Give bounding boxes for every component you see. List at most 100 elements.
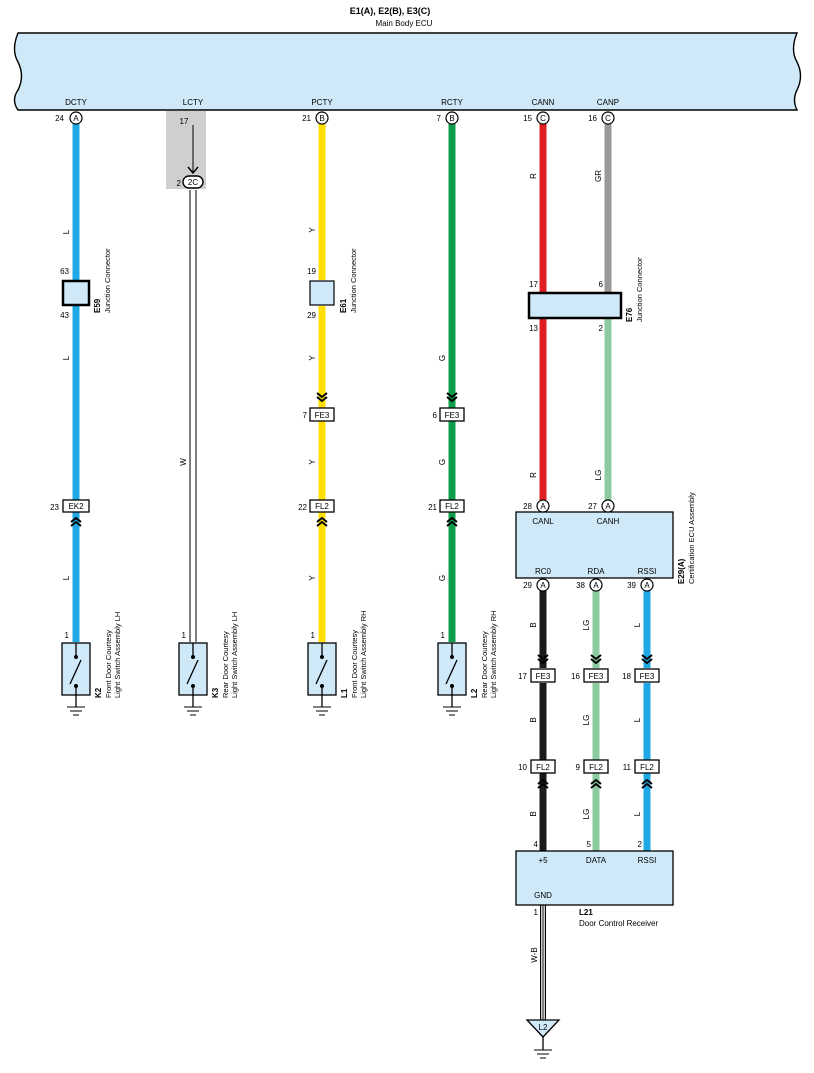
switch-k2: 1 K2 Front Door Courtesy Light Switch As… [61, 612, 122, 716]
wire-label-rcty-2: G [438, 459, 447, 465]
wire-label-rc0-1: B [529, 622, 538, 627]
svg-text:18: 18 [622, 672, 631, 681]
svg-text:C: C [540, 114, 546, 123]
connector-rda-fe3: 16 FE3 [571, 654, 609, 683]
wire-label-canp-1: GR [594, 170, 603, 182]
connector-rcty-fl2: 21 FL2 [428, 499, 465, 527]
wire-label-rc0-2: B [529, 717, 538, 722]
junction-e59: 63 43 E59 Junction Connector [60, 248, 112, 320]
svg-text:16: 16 [571, 672, 580, 681]
wire-label-rda-1: LG [582, 620, 591, 631]
svg-text:1: 1 [65, 631, 70, 640]
pin-name-cann: CANN [532, 98, 555, 107]
svg-text:FL2: FL2 [445, 502, 459, 511]
svg-text:FL2: FL2 [315, 502, 329, 511]
svg-text:11: 11 [623, 763, 632, 772]
wire-label-rda-2: LG [582, 715, 591, 726]
svg-text:2C: 2C [188, 178, 198, 187]
svg-text:29: 29 [307, 311, 316, 320]
wire-label-pcty-3: Y [308, 459, 317, 465]
svg-text:RSSI: RSSI [638, 567, 657, 576]
svg-text:21: 21 [428, 503, 437, 512]
door-control-receiver: 4 5 2 +5 DATA RSSI GND 1 L21 Door Contro… [515, 840, 674, 928]
svg-text:7: 7 [437, 114, 442, 123]
wire-label-rc0-3: B [529, 811, 538, 816]
svg-text:RDA: RDA [588, 567, 606, 576]
pin-name-pcty: PCTY [311, 98, 333, 107]
ecu-pin-rcty: 7 B [437, 111, 459, 125]
svg-text:Junction Connector: Junction Connector [635, 257, 644, 322]
certification-ecu: 28 A 27 A CANL CANH RC0 RDA RSSI 29 A 38… [515, 492, 696, 592]
svg-text:B: B [449, 114, 454, 123]
svg-text:FE3: FE3 [315, 411, 330, 420]
svg-text:+5: +5 [538, 856, 548, 865]
switch-l2: 1 L2 Rear Door Courtesy Light Switch Ass… [437, 610, 498, 716]
svg-text:E61: E61 [339, 298, 348, 313]
svg-text:17: 17 [518, 672, 527, 681]
connector-rssi-fe3: 18 FE3 [622, 654, 660, 683]
ground-point-l2: L2 [525, 1019, 561, 1059]
connector-rda-fl2: 9 FL2 [576, 759, 609, 789]
svg-text:Light Switch Assembly LH: Light Switch Assembly LH [113, 612, 122, 698]
svg-text:A: A [644, 581, 650, 590]
svg-text:23: 23 [50, 503, 59, 512]
ecu-pin-cann: 15 C [523, 111, 550, 125]
svg-text:1: 1 [534, 908, 539, 917]
wire-label-cann-1: R [529, 173, 538, 179]
svg-text:FL2: FL2 [640, 763, 654, 772]
main-body-ecu-box [13, 32, 802, 111]
switch-l1: 1 L1 Front Door Courtesy Light Switch As… [307, 610, 368, 716]
wire-label-lcty: W [179, 458, 188, 466]
svg-text:A: A [593, 581, 599, 590]
connector-ek2: 23 EK2 [50, 499, 90, 527]
svg-text:L1: L1 [340, 688, 349, 698]
svg-text:6: 6 [433, 411, 438, 420]
svg-text:22: 22 [298, 503, 307, 512]
svg-text:21: 21 [302, 114, 311, 123]
connector-pcty-fl2: 22 FL2 [298, 499, 335, 527]
svg-text:38: 38 [576, 581, 585, 590]
ecu-pin-pcty: 21 B [302, 111, 329, 125]
svg-text:2: 2 [177, 179, 182, 188]
svg-text:DATA: DATA [586, 856, 607, 865]
svg-text:39: 39 [627, 581, 636, 590]
svg-text:43: 43 [60, 311, 69, 320]
svg-text:Front Door Courtesy: Front Door Courtesy [104, 630, 113, 698]
svg-text:63: 63 [60, 267, 69, 276]
svg-text:6: 6 [599, 280, 604, 289]
pin-name-canp: CANP [597, 98, 619, 107]
svg-text:Light Switch Assembly LH: Light Switch Assembly LH [230, 612, 239, 698]
svg-text:17: 17 [529, 280, 538, 289]
svg-text:19: 19 [307, 267, 316, 276]
svg-text:GND: GND [534, 891, 552, 900]
svg-text:FE3: FE3 [640, 672, 655, 681]
ecu-pin-canp: 16 C [588, 111, 615, 125]
svg-text:CANH: CANH [597, 517, 620, 526]
svg-text:Junction Connector: Junction Connector [349, 248, 358, 313]
svg-text:K3: K3 [211, 687, 220, 698]
svg-text:RSSI: RSSI [638, 856, 657, 865]
connector-rc0-fe3: 17 FE3 [518, 654, 556, 683]
svg-text:1: 1 [182, 631, 187, 640]
svg-text:Light Switch Assembly RH: Light Switch Assembly RH [359, 610, 368, 698]
svg-text:E59: E59 [93, 298, 102, 313]
svg-text:A: A [540, 502, 546, 511]
svg-text:A: A [540, 581, 546, 590]
svg-text:EK2: EK2 [68, 502, 84, 511]
pin-name-dcty: DCTY [65, 98, 87, 107]
svg-text:9: 9 [576, 763, 581, 772]
svg-text:L2: L2 [539, 1023, 548, 1032]
svg-text:FL2: FL2 [536, 763, 550, 772]
svg-text:7: 7 [303, 411, 308, 420]
svg-text:5: 5 [587, 840, 592, 849]
connector-pcty-fe3: 7 FE3 [303, 392, 335, 422]
wire-label-rcty-1: G [438, 355, 447, 361]
svg-text:4: 4 [534, 840, 539, 849]
svg-text:FE3: FE3 [445, 411, 460, 420]
svg-text:CANL: CANL [532, 517, 554, 526]
svg-text:E76: E76 [625, 307, 634, 322]
svg-text:RC0: RC0 [535, 567, 552, 576]
wire-label-dcty-1: L [62, 229, 71, 234]
svg-text:1: 1 [441, 631, 446, 640]
